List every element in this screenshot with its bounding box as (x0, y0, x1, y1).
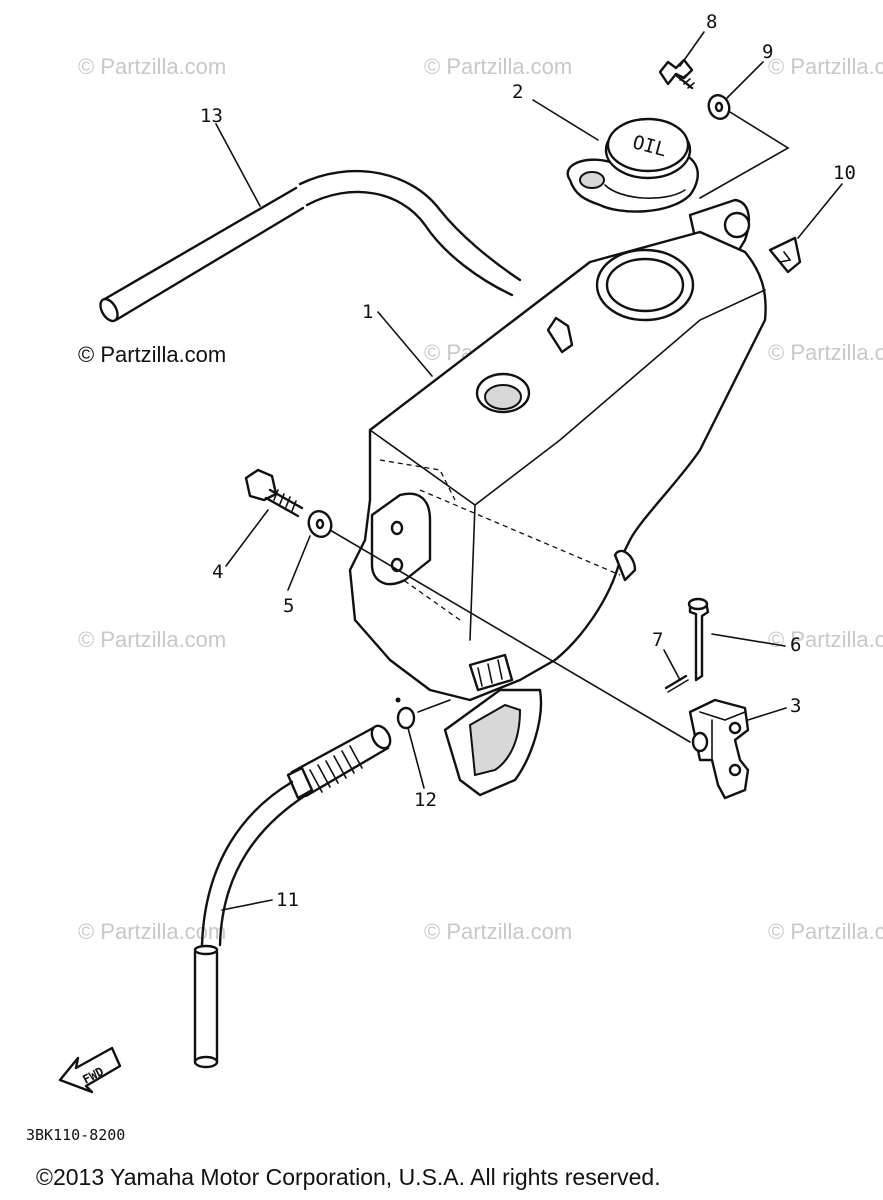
fwd-arrow-icon: FWD (58, 1046, 122, 1094)
callout-10: 10 (833, 162, 856, 184)
callout-3: 3 (790, 695, 801, 717)
callout-8: 8 (706, 11, 717, 33)
callout-7: 7 (652, 629, 663, 651)
washer-5 (307, 510, 333, 538)
watermark: © Partzilla.com (768, 627, 883, 652)
bolt-4 (244, 468, 304, 518)
watermark: © Partzilla.com (768, 340, 883, 365)
bracket-3 (688, 698, 750, 800)
pin-6 (687, 597, 710, 682)
callout-6: 6 (790, 634, 801, 656)
hose-11 (193, 724, 392, 1069)
copyright-notice: ©2013 Yamaha Motor Corporation, U.S.A. A… (36, 1164, 661, 1190)
hose-13 (99, 169, 522, 323)
callout-2: 2 (512, 81, 523, 103)
watermark-dark: © Partzilla.com (78, 342, 226, 367)
callout-12: 12 (414, 789, 437, 811)
wing-bolt-8 (658, 58, 695, 90)
oil-cap-2: OIL (566, 117, 699, 213)
callout-9: 9 (762, 41, 773, 63)
watermark: © Partzilla.com (768, 54, 883, 79)
callout-1: 1 (362, 301, 373, 323)
watermark: © Partzilla.com (768, 919, 883, 944)
watermark: © Partzilla.com (424, 919, 572, 944)
clip-12 (395, 697, 416, 730)
watermark: © Partzilla.com (78, 627, 226, 652)
callout-13: 13 (200, 105, 223, 127)
cotter-pin-7 (664, 674, 689, 693)
diagram-code: 3BK110-8200 (26, 1126, 125, 1144)
callouts: 1 2 3 4 5 6 7 8 9 10 11 12 13 (200, 11, 856, 911)
oil-tank-1 (348, 198, 767, 797)
watermark: © Partzilla.com (78, 54, 226, 79)
callout-4: 4 (212, 561, 223, 583)
leader-lines (215, 31, 843, 911)
callout-11: 11 (276, 889, 299, 911)
washer-9 (707, 94, 731, 120)
grommet-10 (768, 236, 802, 274)
callout-5: 5 (283, 595, 294, 617)
watermark: © Partzilla.com (424, 54, 572, 79)
